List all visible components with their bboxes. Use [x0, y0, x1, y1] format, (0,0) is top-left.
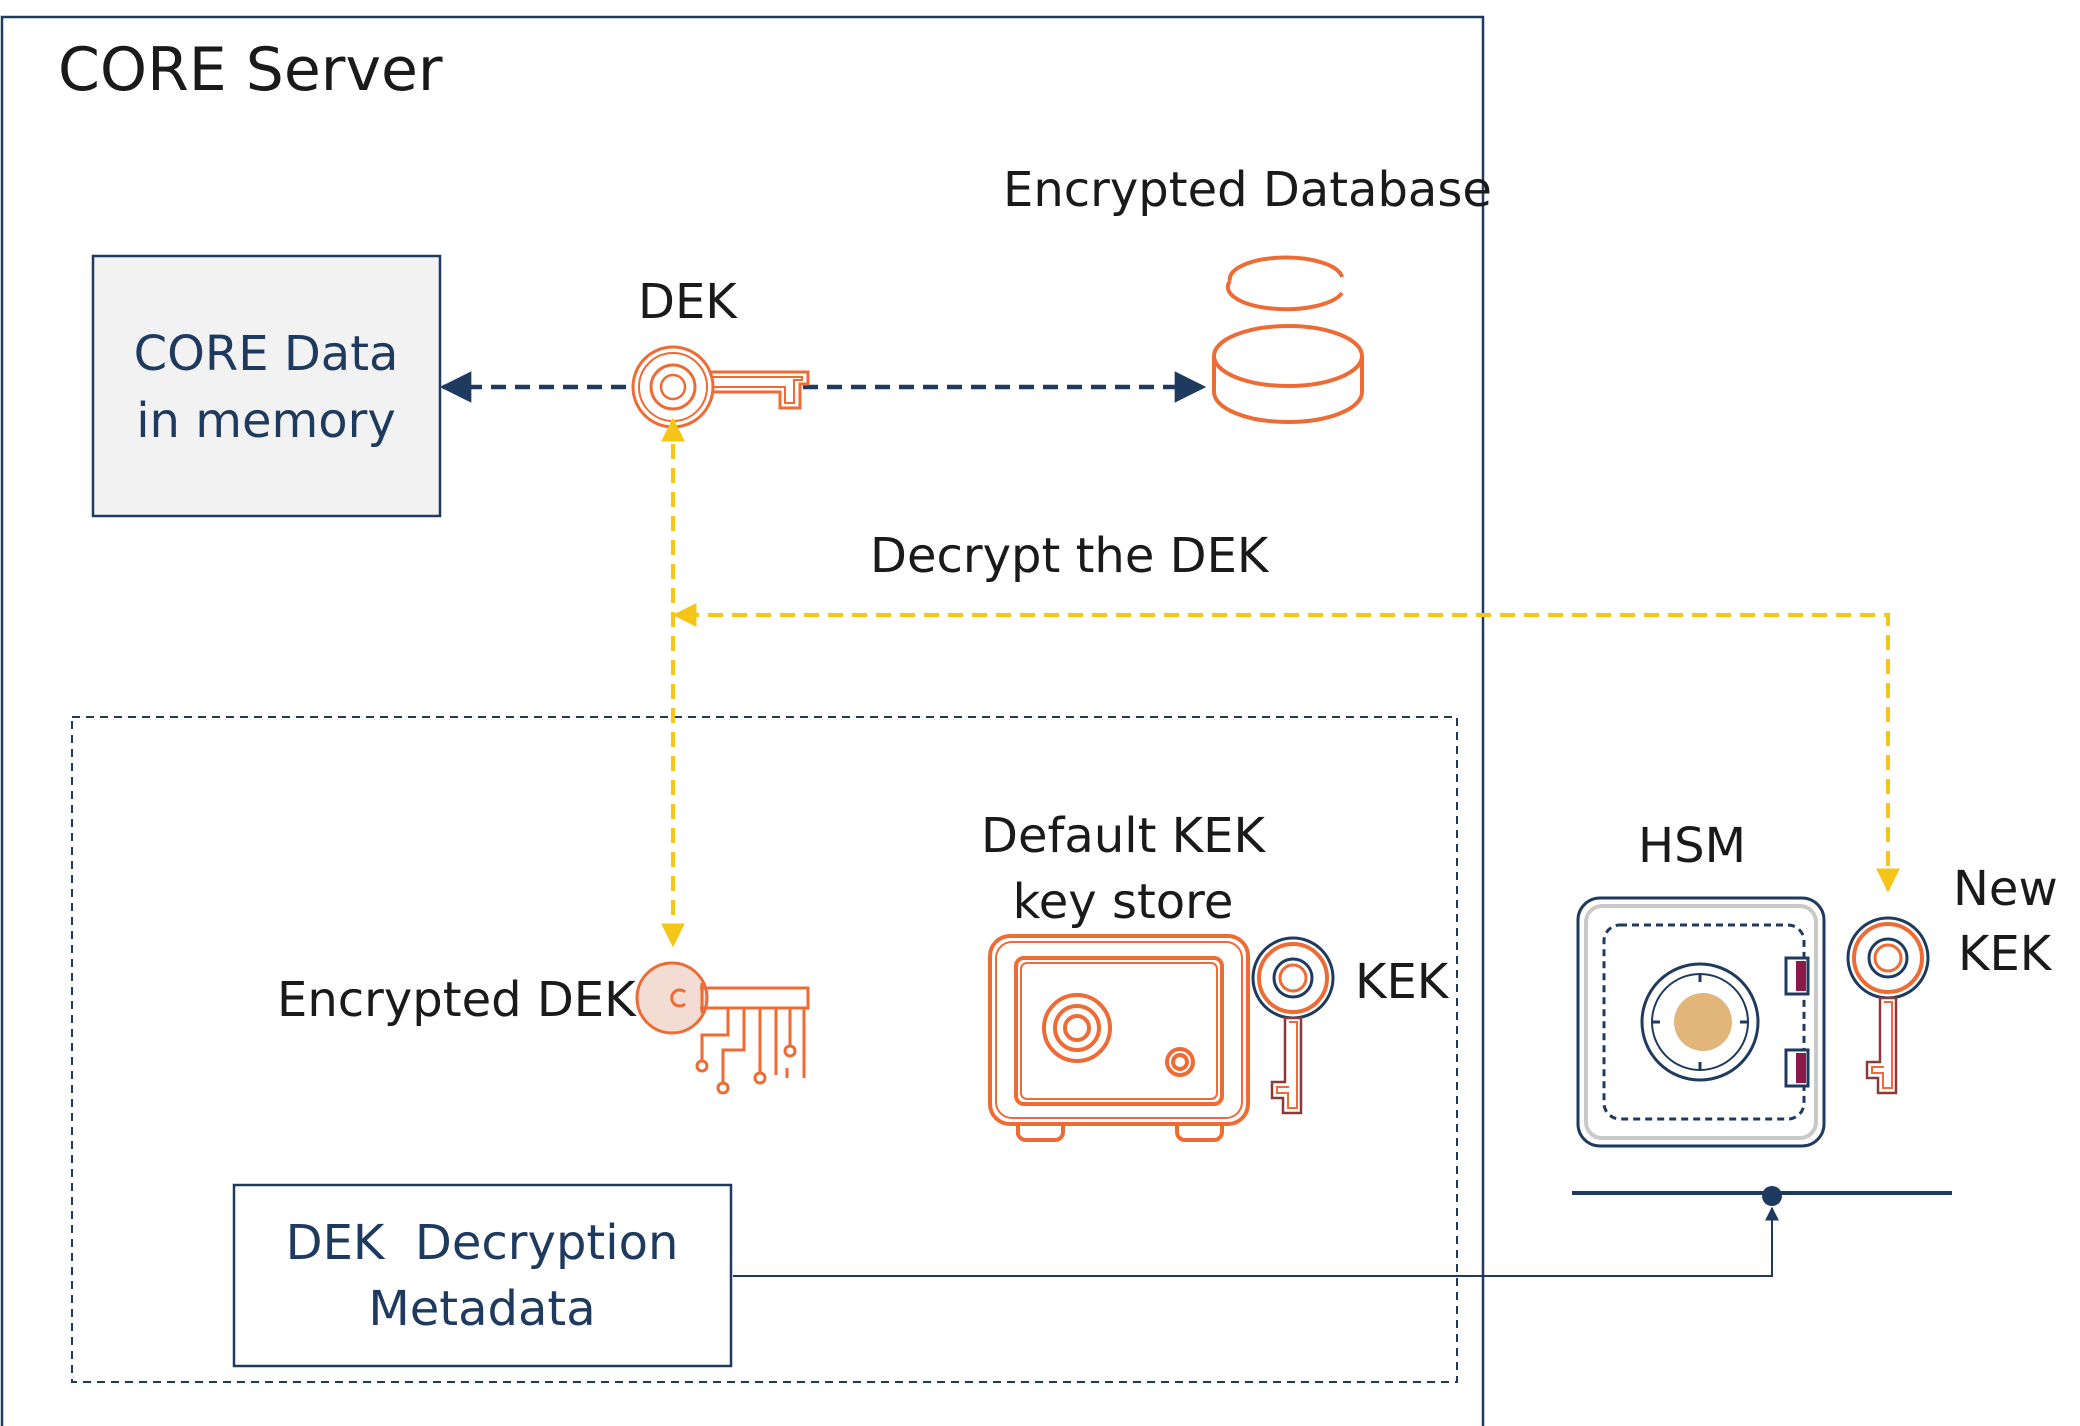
new-kek-line1: New	[1953, 861, 2058, 917]
core-data-memory-box: CORE Data in memory	[91, 254, 442, 518]
decrypt-dek-arrow	[672, 603, 1900, 893]
dek-label: DEK	[638, 274, 738, 330]
hsm-label: HSM	[1638, 818, 1746, 874]
safe-icon	[988, 934, 1250, 1142]
new-kek-line2: KEK	[1958, 926, 2053, 982]
decrypt-dek-label: Decrypt the DEK	[870, 528, 1270, 584]
dek-key-icon	[631, 345, 810, 429]
memory-box-line1: CORE Data	[134, 326, 399, 382]
hsm-vault-icon	[1576, 896, 1826, 1148]
new-kek-key-icon	[1846, 916, 1930, 1095]
metadata-line1: DEK Decryption	[286, 1215, 679, 1271]
kek-key-icon	[1251, 936, 1335, 1115]
metadata-line2: Metadata	[368, 1281, 595, 1337]
metadata-hsm-connector	[733, 1206, 1779, 1277]
metadata-box: DEK Decryption Metadata	[232, 1183, 733, 1368]
memory-box-line2: in memory	[136, 393, 396, 449]
hsm-bus-node	[1762, 1186, 1782, 1206]
kek-store-line1: Default KEK	[981, 808, 1266, 864]
core-server-boundary	[0, 15, 1485, 1426]
core-server-title: CORE Server	[58, 35, 443, 105]
kek-store-line2: key store	[1013, 874, 1234, 930]
kek-label: KEK	[1355, 954, 1450, 1010]
database-label: Encrypted Database	[1003, 162, 1492, 218]
encrypted-dek-icon	[635, 961, 810, 1095]
encrypted-dek-label: Encrypted DEK	[277, 972, 637, 1028]
database-icon	[1212, 255, 1364, 424]
